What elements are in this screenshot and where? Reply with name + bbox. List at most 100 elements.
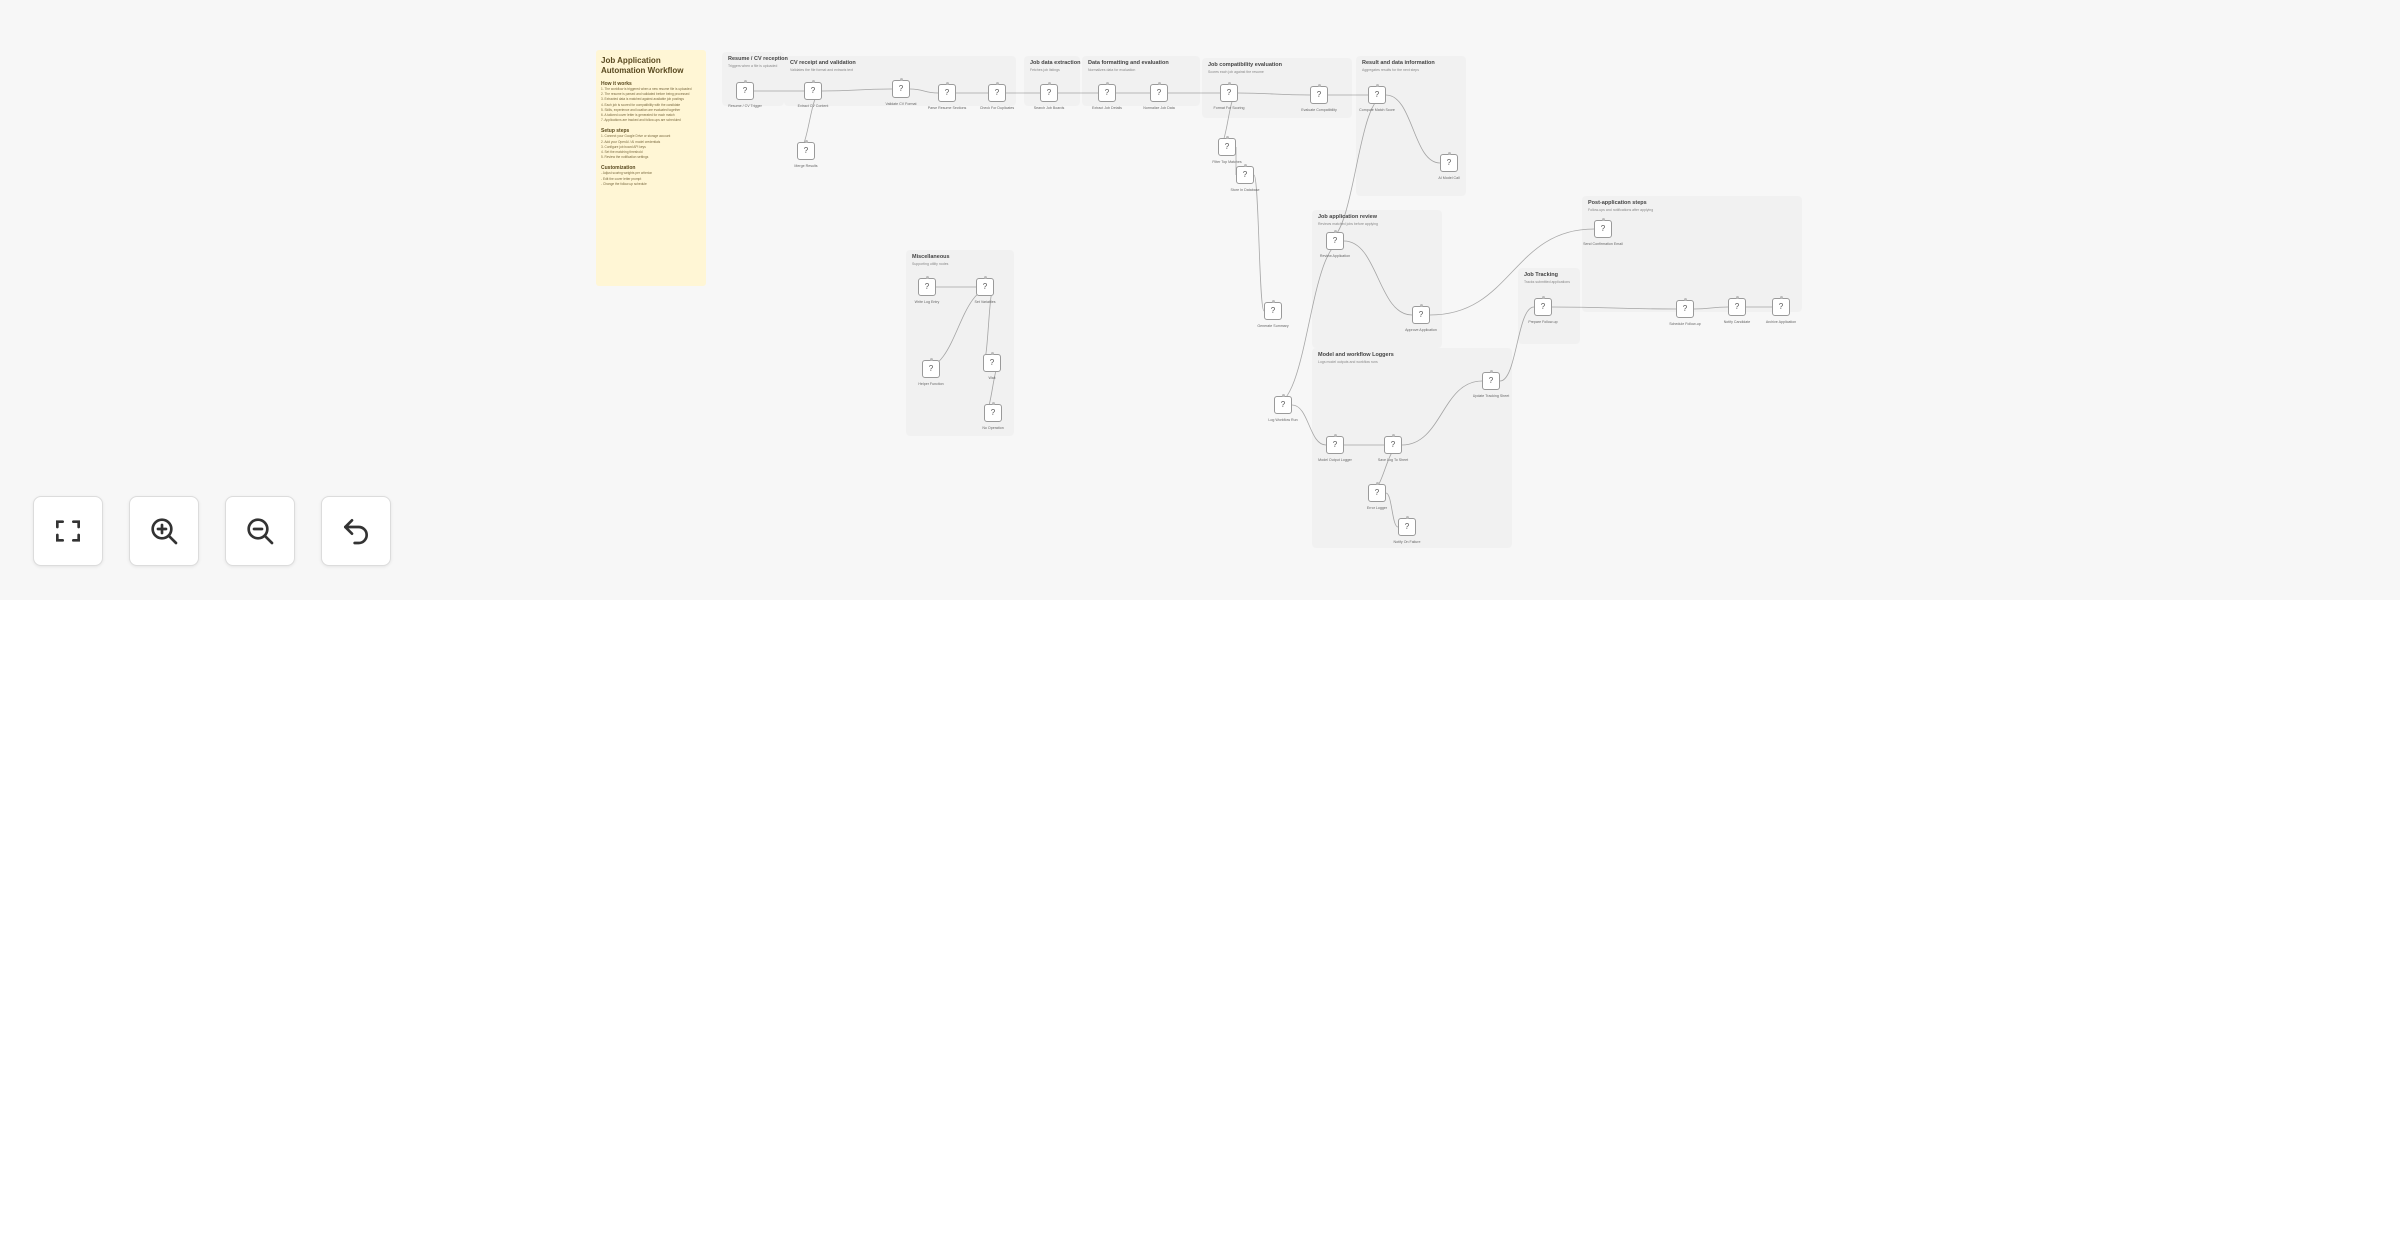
sticky-note[interactable]: Job Application Automation Workflow How …	[596, 50, 706, 286]
workflow-node-n17[interactable]: ?Write Log Entry	[915, 276, 939, 304]
input-handle[interactable]	[1736, 296, 1739, 299]
workflow-node-n29[interactable]: ?Update Tracking Sheet	[1473, 370, 1509, 398]
input-handle[interactable]	[1334, 230, 1337, 233]
workflow-node-n13[interactable]: ?Filter Top Matches	[1212, 136, 1242, 164]
workflow-node-n27[interactable]: ?Error Logger	[1367, 482, 1387, 510]
input-handle[interactable]	[1542, 296, 1545, 299]
input-handle[interactable]	[1318, 84, 1321, 87]
workflow-node-n14[interactable]: ?Store In Database	[1231, 164, 1259, 192]
connection-edge[interactable]	[1343, 240, 1413, 316]
workflow-node-n8[interactable]: ?Normalize Job Data	[1143, 82, 1175, 110]
input-handle[interactable]	[946, 82, 949, 85]
connection-edge[interactable]	[1253, 174, 1265, 312]
input-handle[interactable]	[1392, 434, 1395, 437]
input-handle[interactable]	[1376, 84, 1379, 87]
input-handle[interactable]	[1158, 82, 1161, 85]
input-handle[interactable]	[1376, 482, 1379, 485]
input-handle[interactable]	[1406, 516, 1409, 519]
workflow-node-n33[interactable]: ?Notify Candidate	[1724, 296, 1750, 324]
input-handle[interactable]	[991, 352, 994, 355]
workflow-node-n4[interactable]: ?Parse Resume Sections	[928, 82, 966, 110]
connection-edge[interactable]	[821, 88, 893, 92]
workflow-node-n7[interactable]: ?Extract Job Details	[1092, 82, 1122, 110]
workflow-node-n24[interactable]: ?Log Workflow Run	[1268, 394, 1298, 422]
workflow-node-n15[interactable]: ?Generate Summary	[1257, 300, 1289, 328]
workflow-node-n26[interactable]: ?Save Log To Sheet	[1378, 434, 1408, 462]
zoom-in-button[interactable]	[129, 496, 199, 566]
connection-edge[interactable]	[1385, 94, 1441, 164]
input-handle[interactable]	[812, 80, 815, 83]
input-handle[interactable]	[930, 358, 933, 361]
workflow-node-n12[interactable]: ?Merge Results	[794, 140, 818, 168]
workflow-node-n28[interactable]: ?Notify On Failure	[1394, 516, 1420, 544]
node-label: Approve Application	[1405, 328, 1437, 332]
connection-edge[interactable]	[1499, 306, 1535, 382]
input-handle[interactable]	[1226, 136, 1229, 139]
connection-edge[interactable]	[1237, 92, 1311, 96]
workflow-canvas[interactable]: Job Application Automation Workflow How …	[0, 0, 2400, 600]
input-handle[interactable]	[1602, 218, 1605, 221]
input-handle[interactable]	[1244, 164, 1247, 167]
connection-edge[interactable]	[1693, 306, 1729, 310]
workflow-node-n32[interactable]: ?Schedule Follow-up	[1669, 298, 1701, 326]
workflow-node-n2[interactable]: ?Extract CV Content	[798, 80, 828, 108]
workflow-node-n3[interactable]: ?Validate CV Format	[885, 78, 917, 106]
input-handle[interactable]	[1420, 304, 1423, 307]
workflow-node-n5[interactable]: ?Check For Duplicates	[980, 82, 1014, 110]
input-handle[interactable]	[1334, 434, 1337, 437]
workflow-node-n16[interactable]: ?AI Model Call	[1438, 152, 1460, 180]
input-handle[interactable]	[1448, 152, 1451, 155]
input-handle[interactable]	[1106, 82, 1109, 85]
workflow-node-n31[interactable]: ?Send Confirmation Email	[1583, 218, 1623, 246]
input-handle[interactable]	[1048, 82, 1051, 85]
workflow-node-n21[interactable]: ?No Operation	[982, 402, 1004, 430]
workflow-node-n11[interactable]: ?Compute Match Score	[1359, 84, 1395, 112]
input-handle[interactable]	[1282, 394, 1285, 397]
input-handle[interactable]	[805, 140, 808, 143]
undo-button[interactable]	[321, 496, 391, 566]
input-handle[interactable]	[992, 402, 995, 405]
input-handle[interactable]	[1228, 82, 1231, 85]
workflow-node-n1[interactable]: ?Resume / CV Trigger	[728, 80, 762, 108]
workflow-node-n6[interactable]: ?Search Job Boards	[1034, 82, 1064, 110]
workflow-node-n18[interactable]: ?Set Variables	[974, 276, 996, 304]
input-handle[interactable]	[996, 82, 999, 85]
input-handle[interactable]	[1272, 300, 1275, 303]
workflow-node-n20[interactable]: ?Wait	[983, 352, 1001, 380]
connection-edge[interactable]	[1291, 404, 1327, 446]
zoom-out-button[interactable]	[225, 496, 295, 566]
workflow-node-n23[interactable]: ?Approve Application	[1405, 304, 1437, 332]
input-handle[interactable]	[1490, 370, 1493, 373]
connection-edge[interactable]	[1551, 306, 1677, 310]
input-handle[interactable]	[926, 276, 929, 279]
connection-edge[interactable]	[1429, 228, 1595, 316]
workflow-node-n19[interactable]: ?Helper Function	[918, 358, 944, 386]
connection-edge[interactable]	[909, 88, 939, 94]
fit-view-button[interactable]	[33, 496, 103, 566]
input-handle[interactable]	[1780, 296, 1783, 299]
workflow-node-n10[interactable]: ?Evaluate Compatibility	[1301, 84, 1337, 112]
input-handle[interactable]	[900, 78, 903, 81]
connection-edge[interactable]	[1385, 492, 1399, 528]
workflow-node-n34[interactable]: ?Archive Application	[1766, 296, 1796, 324]
input-handle[interactable]	[1684, 298, 1687, 301]
workflow-node-n9[interactable]: ?Format For Scoring	[1214, 82, 1244, 110]
workflow-node-n30[interactable]: ?Prepare Follow-up	[1528, 296, 1558, 324]
input-handle[interactable]	[984, 276, 987, 279]
input-handle[interactable]	[744, 80, 747, 83]
connection-edge[interactable]	[1401, 380, 1483, 446]
section-description: Tracks submitted applications	[1524, 280, 1570, 284]
workflow-node-n22[interactable]: ?Review Application	[1320, 230, 1350, 258]
workflow-node-n25[interactable]: ?Model Output Logger	[1318, 434, 1352, 462]
